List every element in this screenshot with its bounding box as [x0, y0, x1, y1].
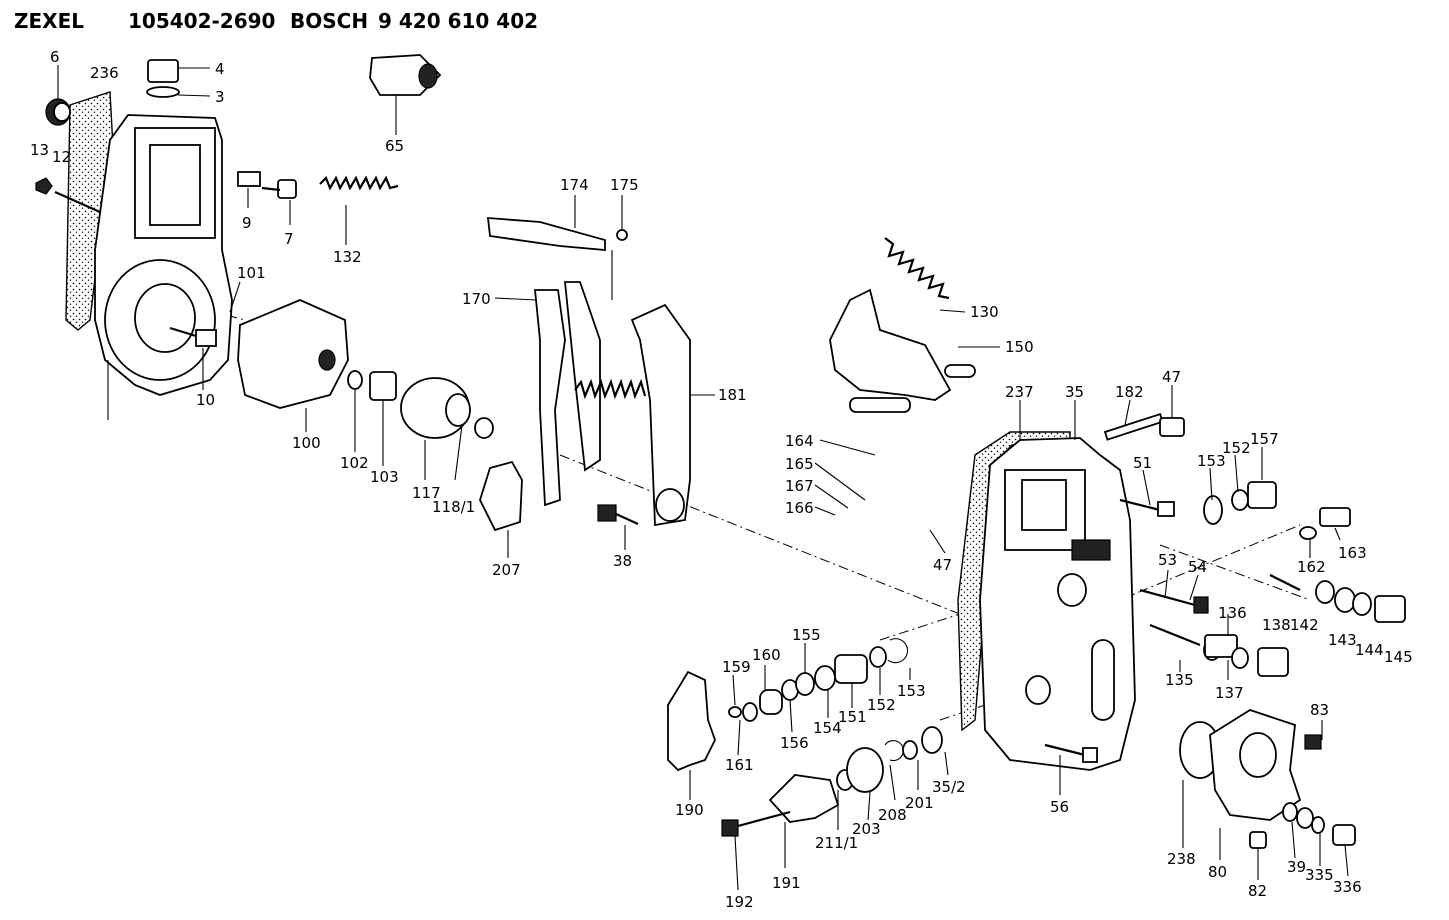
- adjusting-screw-group: [1149, 481, 1406, 677]
- callout-152-bottom: 152: [867, 696, 896, 714]
- spring-shaft-group: [829, 237, 976, 413]
- callout-39: 39: [1287, 858, 1306, 876]
- lever-174: [486, 217, 606, 251]
- callout-238: 238: [1167, 850, 1196, 868]
- callout-labels: 6 236 4 3 65 13 12 9 7 132 174 175 101 1…: [30, 48, 1413, 911]
- callout-35: 35: [1065, 383, 1084, 401]
- callout-47-left: 47: [933, 556, 952, 574]
- callout-118-1: 118/1: [432, 498, 475, 516]
- callout-102: 102: [340, 454, 369, 472]
- callout-191: 191: [772, 874, 801, 892]
- lever-181: [630, 303, 691, 527]
- callout-156: 156: [780, 734, 809, 752]
- callout-83: 83: [1310, 701, 1329, 719]
- lever-150: [829, 288, 952, 401]
- lever-group: [486, 217, 691, 527]
- brand-zexel: ZEXEL: [14, 9, 84, 33]
- callout-3: 3: [215, 88, 225, 106]
- callout-335: 335: [1305, 866, 1334, 884]
- callout-138: 138: [1262, 616, 1291, 634]
- callout-65: 65: [385, 137, 404, 155]
- gasket-236: [65, 91, 119, 331]
- callout-208: 208: [878, 806, 907, 824]
- callout-182: 182: [1115, 383, 1144, 401]
- callout-9: 9: [242, 214, 252, 232]
- callout-136: 136: [1218, 604, 1247, 622]
- callout-51: 51: [1133, 454, 1152, 472]
- callout-47-top: 47: [1162, 368, 1181, 386]
- callout-237: 237: [1005, 383, 1034, 401]
- flyweight-group: [237, 299, 639, 532]
- lever-190: [667, 670, 716, 772]
- callout-153-bottom: 153: [897, 682, 926, 700]
- callout-153-top: 153: [1197, 452, 1226, 470]
- callout-164: 164: [785, 432, 814, 450]
- callout-101: 101: [237, 264, 266, 282]
- callout-203: 203: [852, 820, 881, 838]
- callout-152-top: 152: [1222, 439, 1251, 457]
- callout-160: 160: [752, 646, 781, 664]
- callout-211-1: 211/1: [815, 834, 858, 852]
- callout-154: 154: [813, 719, 842, 737]
- brand-bosch: BOSCH: [290, 9, 368, 33]
- callout-132: 132: [333, 248, 362, 266]
- callout-137: 137: [1215, 684, 1244, 702]
- callout-336: 336: [1333, 878, 1362, 896]
- callout-4: 4: [215, 60, 225, 78]
- callout-117: 117: [412, 484, 441, 502]
- callout-145: 145: [1384, 648, 1413, 666]
- callout-100: 100: [292, 434, 321, 452]
- callout-135: 135: [1165, 671, 1194, 689]
- callout-53: 53: [1158, 551, 1177, 569]
- cover-plate-35: [957, 412, 1209, 771]
- callout-201: 201: [905, 794, 934, 812]
- callout-143: 143: [1328, 631, 1357, 649]
- callout-130: 130: [970, 303, 999, 321]
- lower-right-cover: [1179, 709, 1356, 849]
- callout-157: 157: [1250, 430, 1279, 448]
- callout-13: 13: [30, 141, 49, 159]
- callout-6: 6: [50, 48, 60, 66]
- callout-12: 12: [52, 148, 71, 166]
- callout-142: 142: [1290, 616, 1319, 634]
- callout-190: 190: [675, 801, 704, 819]
- zexel-part-number: 105402-2690: [128, 9, 275, 33]
- callout-192: 192: [725, 893, 754, 911]
- callout-151: 151: [838, 708, 867, 726]
- callout-162: 162: [1297, 558, 1326, 576]
- callout-54: 54: [1188, 558, 1207, 576]
- callout-10: 10: [196, 391, 215, 409]
- callout-161: 161: [725, 756, 754, 774]
- callout-170: 170: [462, 290, 491, 308]
- callout-103: 103: [370, 468, 399, 486]
- callout-163: 163: [1338, 544, 1367, 562]
- governor-housing: [35, 54, 442, 420]
- lower-left-group: [667, 638, 1098, 837]
- callout-166: 166: [785, 499, 814, 517]
- callout-38: 38: [613, 552, 632, 570]
- callout-82: 82: [1248, 882, 1267, 900]
- lever-170: [534, 289, 566, 507]
- callout-181: 181: [718, 386, 747, 404]
- callout-144: 144: [1355, 641, 1384, 659]
- callout-174: 174: [560, 176, 589, 194]
- callout-150: 150: [1005, 338, 1034, 356]
- callout-165: 165: [785, 455, 814, 473]
- header: ZEXEL 105402-2690 BOSCH 9 420 610 402: [14, 9, 538, 33]
- callout-175: 175: [610, 176, 639, 194]
- callout-167: 167: [785, 477, 814, 495]
- callout-207: 207: [492, 561, 521, 579]
- leader-lines: [57, 65, 1349, 891]
- callout-159: 159: [722, 658, 751, 676]
- callout-7: 7: [284, 230, 294, 248]
- flyweight-100: [237, 299, 349, 409]
- bosch-part-number: 9 420 610 402: [378, 9, 538, 33]
- callout-155: 155: [792, 626, 821, 644]
- callout-236: 236: [90, 64, 119, 82]
- callout-35-2: 35/2: [932, 778, 966, 796]
- callout-80: 80: [1208, 863, 1227, 881]
- callout-56: 56: [1050, 798, 1069, 816]
